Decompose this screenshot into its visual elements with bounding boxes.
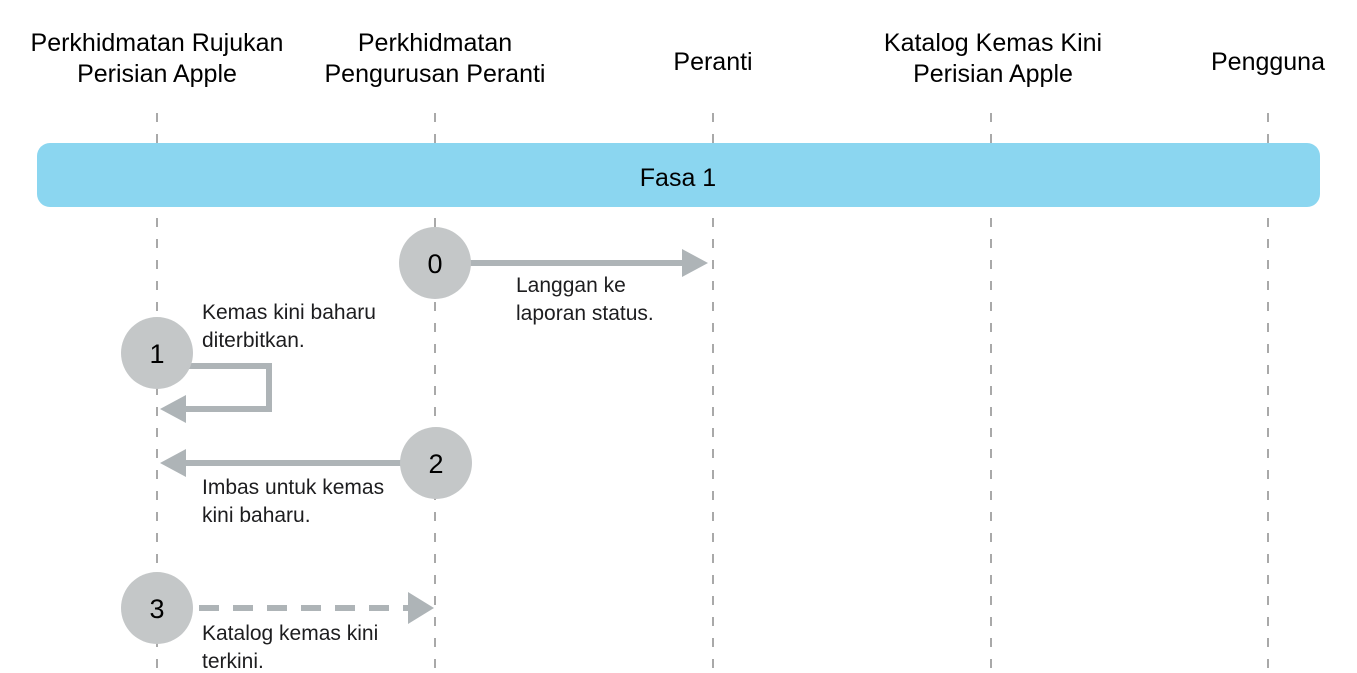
step-1-number: 1 bbox=[149, 339, 164, 369]
step-0-label-line1: Langgan ke bbox=[516, 274, 626, 297]
step-2-label-line2: kini baharu. bbox=[202, 504, 311, 527]
lane-title-line1: Pengguna bbox=[1211, 48, 1325, 76]
step-3-label-line2: terkini. bbox=[202, 650, 264, 673]
phase-bar-label: Fasa 1 bbox=[640, 164, 716, 192]
lane-title-line1: Katalog Kemas Kini bbox=[884, 29, 1102, 57]
lane-title-line2: Pengurusan Peranti bbox=[325, 60, 546, 88]
step-1-circle bbox=[121, 317, 193, 389]
step-3-number: 3 bbox=[149, 594, 164, 624]
step-2-label-line1: Imbas untuk kemas bbox=[202, 476, 384, 499]
step-2-arrow-head-icon bbox=[160, 449, 186, 477]
step-3-label-line1: Katalog kemas kini bbox=[202, 622, 378, 645]
step-2-number: 2 bbox=[428, 449, 443, 479]
lane-header-1: Perkhidmatan Pengurusan Peranti bbox=[325, 29, 546, 88]
step-0-circle bbox=[399, 227, 471, 299]
lane-title-line2: Perisian Apple bbox=[77, 60, 237, 88]
step-3-arrow-head-icon bbox=[408, 592, 434, 624]
lane-header-3: Katalog Kemas Kini Perisian Apple bbox=[884, 29, 1102, 88]
step-2-group: 2 Imbas untuk kemas kini baharu. bbox=[160, 427, 472, 527]
step-1-label-line2: diterbitkan. bbox=[202, 329, 305, 352]
lane-title-line2: Perisian Apple bbox=[913, 60, 1073, 88]
step-2-circle bbox=[400, 427, 472, 499]
phase-bar-rect bbox=[37, 143, 1320, 207]
step-0-group: 0 Langgan ke laporan status. bbox=[399, 227, 708, 325]
lane-title-line1: Peranti bbox=[673, 48, 752, 76]
step-0-arrow-head-icon bbox=[682, 249, 708, 277]
step-1-arrow-head-icon bbox=[160, 395, 186, 423]
step-1-label-line1: Kemas kini baharu bbox=[202, 301, 376, 324]
lane-title-line1: Perkhidmatan bbox=[358, 29, 512, 57]
step-3-group: 3 Katalog kemas kini terkini. bbox=[121, 572, 434, 673]
step-3-circle bbox=[121, 572, 193, 644]
step-0-label-line2: laporan status. bbox=[516, 302, 654, 325]
lane-headers: Perkhidmatan Rujukan Perisian Apple Perk… bbox=[31, 29, 1326, 88]
step-0-number: 0 bbox=[427, 249, 442, 279]
step-1-group: 1 Kemas kini baharu diterbitkan. bbox=[121, 301, 376, 423]
phase-bar: Fasa 1 bbox=[37, 143, 1320, 207]
lane-header-0: Perkhidmatan Rujukan Perisian Apple bbox=[31, 29, 284, 88]
lane-title-line1: Perkhidmatan Rujukan bbox=[31, 29, 284, 57]
step-1-loop-path bbox=[186, 363, 272, 412]
lane-header-4: Pengguna bbox=[1211, 48, 1325, 76]
lane-header-2: Peranti bbox=[673, 48, 752, 76]
